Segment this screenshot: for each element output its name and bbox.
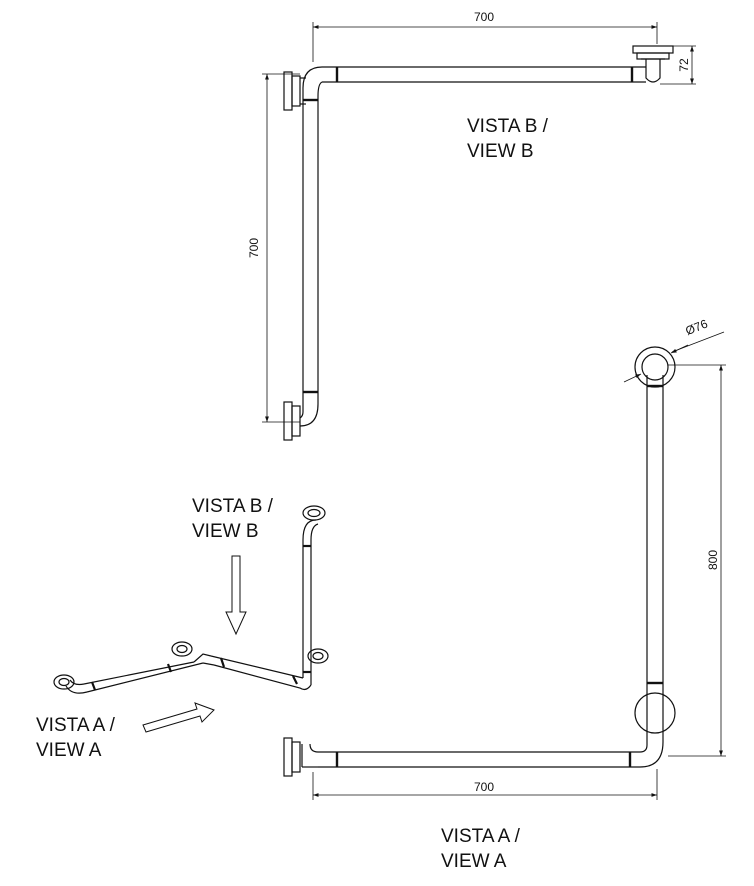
view-a-drawing xyxy=(283,346,676,777)
view-a-title-line2: VIEW A xyxy=(441,851,507,872)
view-a-title-line1: VISTA A / xyxy=(441,826,521,847)
view-a-width-dim: 700 xyxy=(474,780,494,794)
view-a-dimensions xyxy=(312,331,726,800)
iso-view-a-label-line1: VISTA A / xyxy=(36,715,116,736)
view-b-title-line2: VIEW B xyxy=(467,141,534,162)
isometric-drawing xyxy=(53,505,329,694)
view-a-height-dim: 800 xyxy=(706,550,720,570)
iso-view-b-label-line1: VISTA B / xyxy=(192,496,274,517)
view-b-dimensions xyxy=(262,22,696,423)
view-b-arrow-icon xyxy=(225,555,247,636)
view-a-diameter-dim: Ø76 xyxy=(683,316,710,338)
view-a-arrow-icon xyxy=(142,702,215,733)
iso-view-b-label-line2: VIEW B xyxy=(192,521,259,542)
view-b-width-dim: 700 xyxy=(474,10,494,24)
view-b-projection-dim: 72 xyxy=(677,58,691,72)
view-b-drawing xyxy=(283,45,674,441)
iso-view-a-label-line2: VIEW A xyxy=(36,740,102,761)
view-b-height-dim: 700 xyxy=(247,238,261,258)
view-b-title-line1: VISTA B / xyxy=(467,116,549,137)
